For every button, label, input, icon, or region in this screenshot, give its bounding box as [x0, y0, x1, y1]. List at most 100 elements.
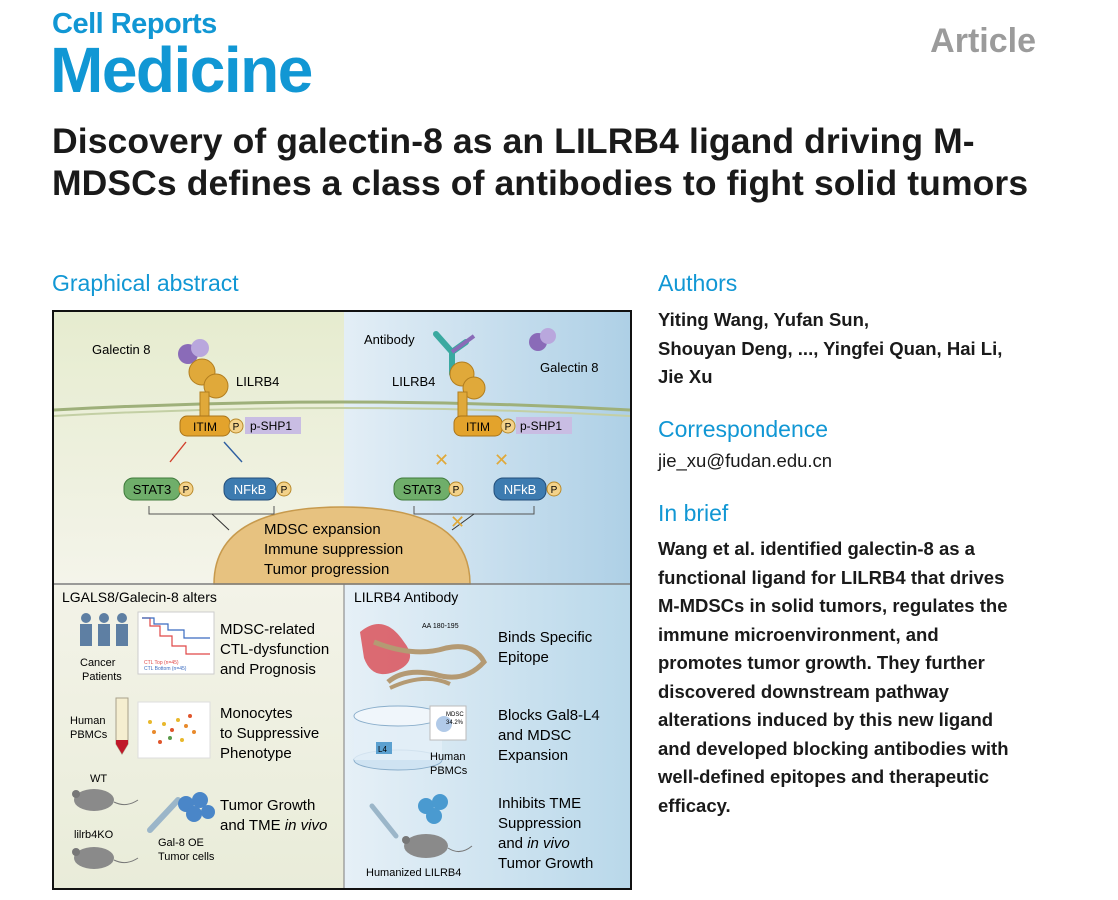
row2-label-a: Human: [70, 715, 105, 727]
authors-heading: Authors: [658, 270, 738, 296]
nfkb-label-right: NFkB: [504, 482, 537, 497]
br-row3-text-c: and: [498, 835, 527, 852]
aa-label: AA 180-195: [422, 623, 459, 630]
mouse-ko-icon: [74, 847, 114, 869]
nfkb-p-left: P: [281, 485, 288, 496]
nfkb-box-right: [493, 477, 547, 501]
stat3-p-right: P: [453, 485, 460, 496]
row1-text-c: and Prognosis: [220, 661, 316, 678]
mdsc-pct: 34.2%: [446, 720, 464, 726]
in-brief-line: immune microenvironment, and: [658, 623, 939, 645]
br-row1-text-a: Binds Specific: [498, 629, 593, 646]
outcome-2: Immune suppression: [264, 541, 403, 558]
pshp1-box-left: [245, 417, 301, 434]
in-brief-text: Wang et al. identified galectin-8 as a f…: [658, 535, 1098, 820]
in-brief-line: promotes tumor growth. They further: [658, 652, 985, 673]
nfkb-p-right: P: [551, 485, 558, 496]
journal-name-line1: Cell Reports: [52, 8, 217, 40]
wt-label: WT: [90, 773, 107, 785]
outcome-3: Tumor progression: [264, 561, 389, 578]
article-title: Discovery of galectin-8 as an LILRB4 lig…: [52, 121, 1029, 203]
row1-label-a: Cancer: [80, 657, 116, 669]
br-row2-label-b: PBMCs: [430, 765, 468, 777]
bottom-right-heading: LILRB4 Antibody: [354, 589, 458, 605]
row3-label-b: Tumor cells: [158, 851, 215, 863]
block-x-3: ✕: [450, 512, 465, 532]
pshp1-box-right: [516, 417, 572, 434]
in-brief-heading: In brief: [658, 500, 729, 526]
row2-text-a: Monocytes: [220, 705, 293, 722]
itim-label-left: ITIM: [193, 420, 217, 434]
in-brief-line: discovered downstream pathway: [658, 680, 949, 702]
bottom-left-heading: LGALS8/Galecin-8 alters: [62, 589, 217, 605]
syringe-icon: [147, 797, 181, 833]
block-x-2: ✕: [494, 450, 509, 470]
row3-text-b: and TME: [220, 817, 285, 834]
stat3-p-left: P: [183, 485, 190, 496]
row3-text-a: Tumor Growth: [220, 797, 315, 814]
humanized-label: Humanized LILRB4: [366, 867, 461, 879]
graphical-abstract: Galectin 8 LILRB4 ITIM P p-SHP1 STAT3 P …: [52, 310, 632, 890]
br-row2-text-b: and MDSC: [498, 727, 572, 744]
l4-label: L4: [378, 745, 387, 754]
pshp1-label-right: p-SHP1: [520, 419, 562, 433]
graphical-abstract-heading: Graphical abstract: [52, 270, 239, 296]
authors-list: Yiting Wang, Yufan Sun, Shouyan Deng, ..…: [658, 306, 1098, 392]
syringe-icon-right: [369, 803, 399, 839]
outcome-1: MDSC expansion: [264, 521, 381, 538]
survival-curve-icon: CTL Top (n=45) CTL Bottom (n=45): [137, 611, 215, 675]
correspondence-email[interactable]: jie_xu@fudan.edu.cn: [658, 450, 833, 471]
row3-text-b-line: and TME in vivo: [220, 817, 327, 834]
protein-structure-icon: [360, 624, 488, 690]
br-row2-label-a: Human: [430, 751, 465, 763]
correspondence-heading: Correspondence: [658, 416, 829, 442]
in-brief-line: alterations induced by this new ligand: [658, 709, 994, 730]
tumor-cells-icon-right: [418, 794, 448, 824]
mouse-wt-icon: [74, 789, 114, 811]
row2-text-b: to Suppressive: [220, 725, 319, 742]
mdsc-flow-icon: [429, 705, 467, 741]
br-row3-italic: in vivo: [527, 835, 570, 852]
authors-line-1: Yiting Wang, Yufan Sun,: [658, 309, 870, 330]
br-row3-text-d: Tumor Growth: [498, 855, 593, 872]
nucleus-dome: [213, 506, 471, 585]
legend-ctl-top: CTL Top (n=45): [144, 660, 179, 666]
br-row3-text-b: Suppression: [498, 815, 581, 832]
nfkb-label-left: NFkB: [234, 482, 267, 497]
galectin-label-right: Galectin 8: [540, 360, 599, 375]
itim-label-right: ITIM: [466, 420, 490, 434]
authors-line-2: Shouyan Deng, ..., Yingfei Quan, Hai Li,: [658, 337, 1003, 359]
nfkb-box-left: [223, 477, 277, 501]
row1-text-b: CTL-dysfunction: [220, 641, 329, 658]
in-brief-line: functional ligand for LILRB4 that drives: [658, 566, 1005, 588]
row1-label-b: Patients: [82, 671, 122, 683]
lilrb4-label-left: LILRB4: [236, 374, 279, 389]
in-brief-line: well-defined epitopes and therapeutic: [658, 766, 989, 787]
in-brief-line: M-MDSCs in solid tumors, regulates the: [658, 595, 1008, 616]
row3-label-a: Gal-8 OE: [158, 837, 204, 849]
stat3-label-left: STAT3: [133, 482, 172, 497]
assay-dish-icon: [353, 705, 443, 771]
in-brief-line: and developed blocking antibodies with: [658, 737, 1009, 759]
in-brief-line: efficacy.: [658, 794, 731, 816]
flow-scatter-icon: [137, 701, 211, 759]
br-row1-text-b: Epitope: [498, 649, 549, 666]
mouse-humanized-icon: [404, 834, 448, 858]
stat3-label-right: STAT3: [403, 482, 442, 497]
br-row2-text-c: Expansion: [498, 747, 568, 764]
pshp1-label-left: p-SHP1: [250, 419, 292, 433]
phospho-p-right: P: [505, 422, 512, 433]
row2-text-c: Phenotype: [220, 745, 292, 762]
br-row2-text-a: Blocks Gal8-L4: [498, 707, 600, 724]
authors-line-3: Jie Xu: [658, 366, 713, 387]
br-row3-text-c-line: and in vivo: [498, 835, 570, 852]
row3-italic: in vivo: [285, 817, 328, 834]
legend-ctl-bottom: CTL Bottom (n=45): [144, 666, 187, 672]
antibody-label: Antibody: [364, 332, 415, 347]
block-x-1: ✕: [434, 450, 449, 470]
in-brief-line: Wang et al. identified galectin-8 as a: [658, 538, 975, 559]
cell-membrane: [54, 400, 630, 412]
phospho-p-left: P: [233, 422, 240, 433]
row1-text-a: MDSC-related: [220, 621, 315, 638]
article-type-label: Article: [930, 22, 1036, 60]
